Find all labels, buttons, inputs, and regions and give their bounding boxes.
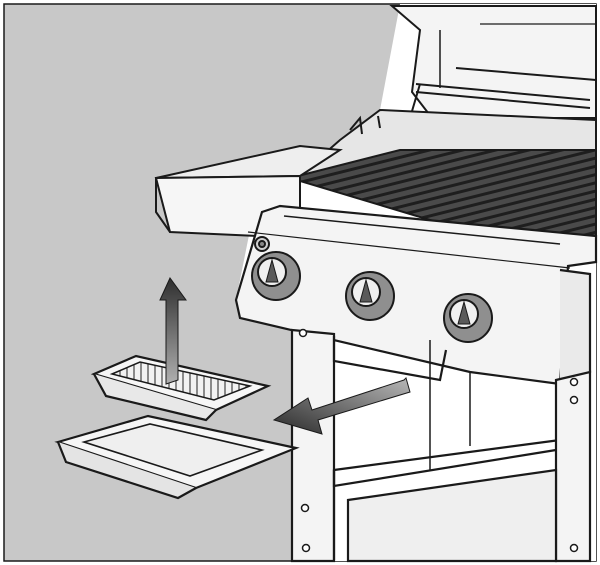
arrow-left-icon	[272, 377, 411, 435]
arrow-up-icon	[159, 277, 187, 385]
frame-bolts	[298, 328, 579, 553]
control-panel	[234, 204, 598, 386]
burner-knob-2	[345, 271, 395, 321]
drip-tray	[90, 354, 272, 422]
burner-knob-1	[251, 251, 301, 301]
ignition-button	[254, 236, 270, 252]
burner-knob-3	[443, 293, 493, 343]
grill-lid	[389, 5, 597, 119]
catch-pan-holder	[54, 414, 300, 500]
cart-frame	[290, 328, 592, 563]
